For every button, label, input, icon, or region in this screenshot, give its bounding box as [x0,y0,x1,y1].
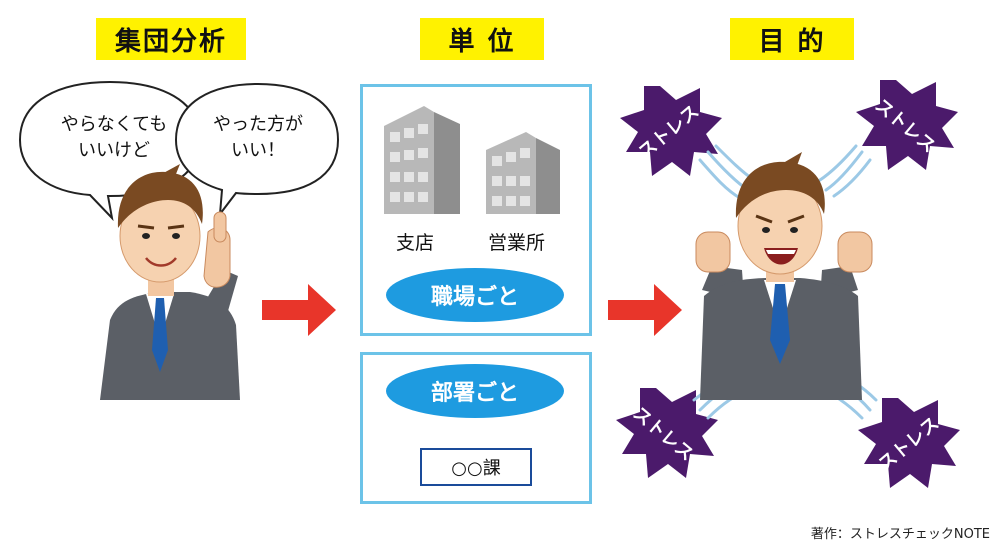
heading-group-analysis: 集団分析 [96,18,246,60]
speech-bubble-right-text: やった方が いい！ [180,112,336,164]
speech-bubble-right-line2: いい！ [231,140,285,161]
pill-department: 部署ごと [386,364,564,418]
building-sales-office-label: 営業所 [488,232,546,254]
heading-purpose: 目 的 [730,18,854,60]
section-box: ○○課 [420,448,532,486]
pill-workplace: 職場ごと [386,268,564,322]
heading-unit: 単 位 [420,18,544,60]
building-branch-label: 支店 [396,232,435,254]
speech-bubble-left-text: やらなくても いいけど [28,112,200,164]
speech-bubble-left-line1: やらなくても [60,114,168,135]
credit-text: 著作：ストレスチェックNOTE [810,527,990,542]
speech-bubble-left-line2: いいけど [78,140,150,161]
speech-bubble-right-line1: やった方が [213,114,303,135]
